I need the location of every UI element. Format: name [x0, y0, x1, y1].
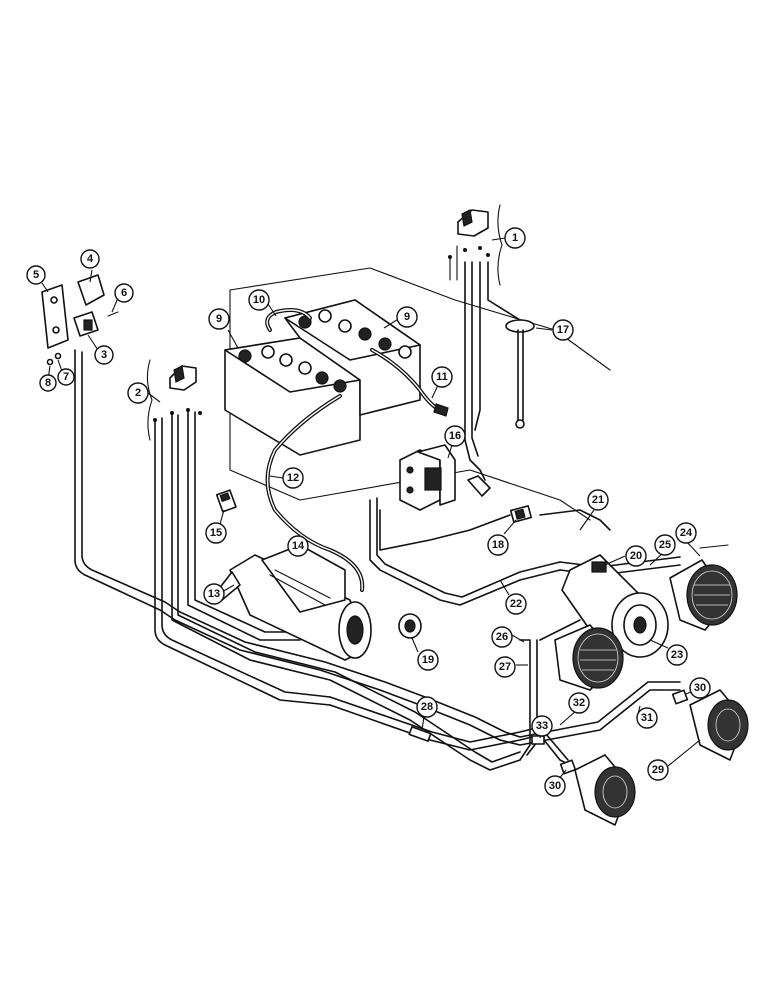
generator — [561, 554, 669, 658]
callout-label: 17 — [557, 324, 569, 336]
callout-label: 1 — [512, 232, 518, 244]
callout-label: 23 — [671, 649, 683, 661]
callout-17: 17 — [552, 319, 574, 341]
callout-label: 14 — [292, 540, 305, 552]
callout-31: 31 — [636, 707, 658, 729]
callout-14: 14 — [287, 535, 309, 557]
callout-5: 5 — [26, 265, 46, 285]
callout-3: 3 — [94, 345, 114, 365]
callout-13: 13 — [203, 583, 225, 605]
regulator — [399, 444, 456, 511]
callout-24: 24 — [675, 522, 697, 544]
battery-cables — [265, 308, 449, 592]
callout-label: 8 — [45, 377, 51, 389]
callout-label: 6 — [121, 287, 127, 299]
callout-label: 28 — [421, 701, 433, 713]
callout-label: 26 — [496, 631, 508, 643]
callout-label: 15 — [210, 527, 222, 539]
callout-11: 11 — [431, 366, 453, 388]
callout-12: 12 — [282, 467, 304, 489]
callout-label: 30 — [549, 780, 561, 792]
callout-label: 16 — [449, 430, 461, 442]
callout-27: 27 — [494, 656, 516, 678]
callout-label: 10 — [253, 294, 265, 306]
connector-1 — [448, 204, 503, 286]
callout-26: 26 — [491, 626, 513, 648]
battery-right — [284, 299, 421, 416]
callout-label: 33 — [536, 720, 548, 732]
tail-lamp-rear — [689, 689, 749, 761]
callout-30-rear: 30 — [689, 677, 711, 699]
callout-label: 30 — [694, 682, 706, 694]
callout-8: 8 — [39, 374, 57, 392]
callout-7: 7 — [57, 368, 75, 386]
callout-28: 28 — [416, 696, 438, 718]
callout-10: 10 — [248, 289, 270, 311]
headlamp-right — [669, 544, 738, 631]
sender-17 — [505, 319, 535, 429]
callout-21: 21 — [587, 489, 609, 511]
callout-label: 22 — [510, 598, 522, 610]
callout-9-left: 9 — [208, 308, 230, 330]
callout-label: 11 — [436, 371, 448, 383]
connector-33 — [531, 735, 545, 745]
connector-28 — [408, 726, 432, 742]
callout-16: 16 — [444, 425, 466, 447]
callout-label: 13 — [208, 588, 220, 600]
callout-label: 12 — [287, 472, 299, 484]
callout-label: 9 — [404, 311, 410, 323]
callout-29: 29 — [647, 759, 669, 781]
connector-2 — [146, 359, 202, 441]
callout-label: 24 — [680, 527, 693, 539]
switch-bracket — [41, 274, 119, 366]
callout-22: 22 — [505, 593, 527, 615]
callout-label: 21 — [592, 494, 604, 506]
callout-label: 2 — [135, 387, 141, 399]
callout-33: 33 — [531, 715, 553, 737]
switch-15 — [215, 489, 237, 513]
battery-left — [224, 337, 361, 456]
callout-32: 32 — [568, 692, 590, 714]
callout-1: 1 — [504, 227, 526, 249]
callout-label: 19 — [422, 654, 434, 666]
callout-label: 5 — [33, 269, 39, 281]
socket-30-front — [559, 759, 577, 775]
callout-label: 7 — [63, 371, 69, 383]
callout-23: 23 — [666, 644, 688, 666]
callout-label: 18 — [492, 539, 504, 551]
callout-9-right: 9 — [396, 306, 418, 328]
tail-lamp-front — [574, 754, 636, 826]
callout-label: 9 — [216, 313, 222, 325]
starter-motor — [217, 544, 372, 661]
callout-25: 25 — [654, 534, 676, 556]
sender-18 — [509, 505, 533, 523]
callout-label: 20 — [630, 550, 642, 562]
callout-6: 6 — [114, 283, 134, 303]
callout-4: 4 — [80, 249, 100, 269]
callout-label: 4 — [87, 253, 94, 265]
callout-20: 20 — [625, 545, 647, 567]
socket-30-rear — [671, 689, 689, 705]
callout-2: 2 — [127, 382, 149, 404]
callout-18: 18 — [487, 534, 509, 556]
callout-label: 27 — [499, 661, 511, 673]
callout-30-front: 30 — [544, 775, 566, 797]
mount-tube — [467, 475, 491, 497]
callout-label: 29 — [652, 764, 664, 776]
sender-19 — [398, 613, 422, 639]
callout-label: 32 — [573, 697, 585, 709]
callout-15: 15 — [205, 522, 227, 544]
callout-19: 19 — [417, 649, 439, 671]
callout-label: 31 — [641, 712, 653, 724]
callout-label: 25 — [659, 539, 671, 551]
headlamp-left — [554, 624, 624, 691]
callout-label: 3 — [101, 349, 107, 361]
